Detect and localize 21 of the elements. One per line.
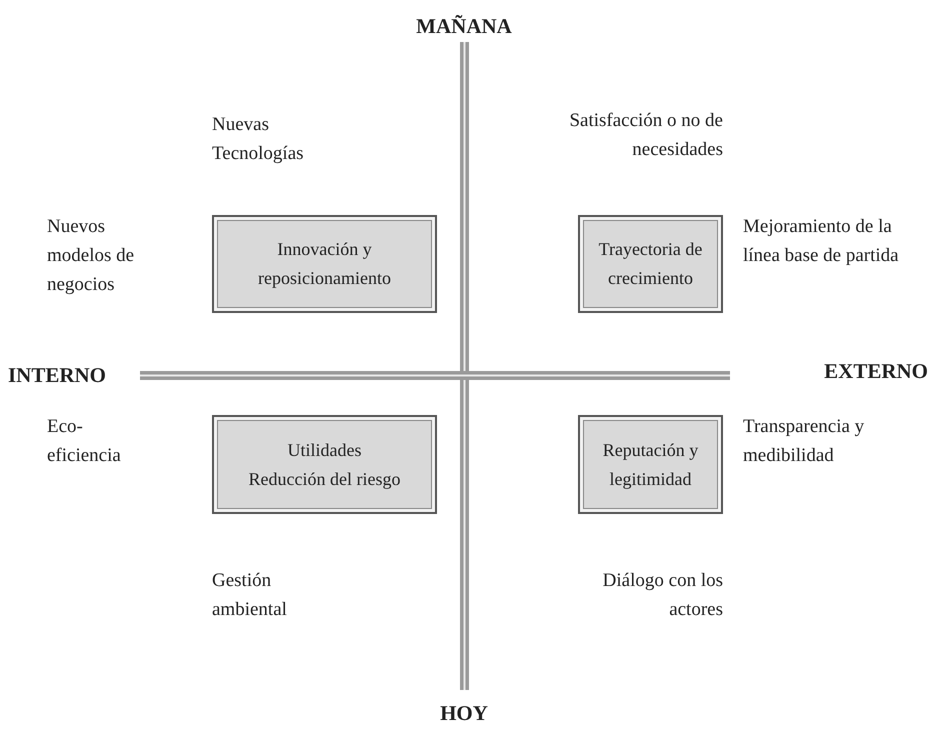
- box-text: Reducción del riesgo: [248, 468, 400, 491]
- quadrant-note: Satisfacción o no de necesidades: [569, 110, 723, 160]
- quadrant-note: Gestión ambiental: [212, 570, 287, 620]
- axis-title: HOY: [440, 701, 488, 725]
- quadrant-box: [212, 215, 437, 313]
- box-text: Innovación y reposicionamiento: [257, 238, 392, 290]
- quadrant-note: Mejoramiento de la línea base de partida: [743, 216, 899, 266]
- quadrant-note: Diálogo con los actores: [602, 570, 723, 620]
- quadrant-note: Eco-eficiencia: [47, 416, 121, 466]
- quadrant-note: Nuevas Tecnologías: [212, 114, 304, 164]
- box-text: Utilidades: [288, 438, 362, 462]
- quadrant-box: [578, 415, 723, 514]
- quadrant-box: [578, 215, 723, 313]
- axis-title: INTERNO: [8, 363, 106, 387]
- axis-title: MAÑANA: [416, 14, 512, 38]
- quadrant-note: Nuevos modelos de negocios: [47, 216, 134, 295]
- box-text: Trayectoria de crecimiento: [598, 238, 704, 290]
- quadrant-note: Transparencia y medibilidad: [743, 416, 864, 466]
- box-text: Reputación y legitimidad: [602, 438, 700, 491]
- quadrant-box: [212, 415, 437, 514]
- axis-title: EXTERNO: [824, 359, 928, 383]
